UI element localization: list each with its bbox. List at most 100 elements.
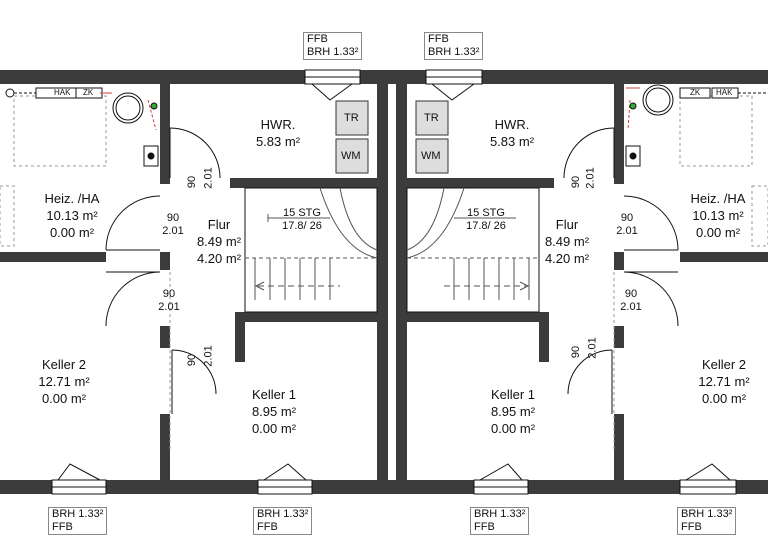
door-label-keller1-left: 90 bbox=[186, 354, 198, 366]
door-height: 2.01 bbox=[620, 301, 642, 313]
wall-l-keller2-flur bbox=[160, 326, 170, 348]
window-label-bottom-2: BRH 1.33² FFB bbox=[253, 507, 313, 535]
door-width: 90 bbox=[570, 175, 583, 189]
wall-l-hwr-flur bbox=[230, 178, 377, 188]
room-area2: 0.00 m² bbox=[251, 421, 297, 436]
room-area2: 0.00 m² bbox=[701, 391, 747, 406]
brh-label: BRH 1.33² bbox=[681, 508, 733, 520]
ffb-label: FFB bbox=[474, 521, 495, 533]
door-height: 2.01 bbox=[584, 167, 597, 189]
dryer-box-right bbox=[415, 100, 449, 136]
stair-steps: 15 STG bbox=[283, 207, 321, 219]
room-name: Keller 1 bbox=[490, 387, 536, 402]
door-label-hwr-left: 90 bbox=[186, 176, 198, 188]
window-label-bottom-3: BRH 1.33² FFB bbox=[470, 507, 530, 535]
heating-equipment-right bbox=[625, 84, 766, 167]
room-area2: 0.00 m² bbox=[41, 391, 87, 406]
ffb-label: FFB bbox=[52, 521, 73, 533]
room-flur-right: Flur 8.49 m² 4.20 m² bbox=[532, 216, 602, 267]
wall-l-flur-keller1-v bbox=[235, 312, 245, 362]
door-height: 2.01 bbox=[202, 345, 215, 367]
room-heiz-left: Heiz. /HA 10.13 m² 0.00 m² bbox=[22, 190, 122, 241]
brh-label: BRH 1.33² bbox=[428, 46, 480, 58]
washer-label-right: WM bbox=[421, 150, 441, 162]
room-name: HWR. bbox=[494, 117, 530, 132]
door-width: 90 bbox=[624, 288, 638, 300]
wall-l-heiz-keller bbox=[0, 252, 106, 262]
wall-bottom-2 bbox=[106, 480, 258, 494]
dryer-label-left: TR bbox=[344, 112, 359, 124]
heating-equipment-left bbox=[5, 87, 159, 167]
washer-box-left bbox=[335, 138, 369, 174]
walls bbox=[0, 70, 768, 494]
door-height: 2.01 bbox=[586, 337, 599, 359]
room-area2: 4.20 m² bbox=[196, 251, 242, 266]
room-area: 8.95 m² bbox=[490, 404, 536, 419]
door-label-heiz-right: 90 2.01 bbox=[614, 212, 640, 238]
door-height: 2.01 bbox=[158, 301, 180, 313]
appliances bbox=[335, 100, 449, 174]
washer-box-right bbox=[415, 138, 449, 174]
room-name: Keller 1 bbox=[251, 387, 297, 402]
washer-label-left: WM bbox=[341, 150, 361, 162]
stair-label-left: 15 STG 17.8/ 26 bbox=[278, 207, 326, 233]
door-label-keller1-left-h: 2.01 bbox=[203, 345, 215, 366]
ffb-label: FFB bbox=[257, 521, 278, 533]
wall-r-flur-keller1 bbox=[407, 312, 549, 322]
wall-bottom-5 bbox=[736, 480, 768, 494]
door-height: 2.01 bbox=[162, 225, 184, 237]
door-label-keller2-right: 90 2.01 bbox=[618, 288, 644, 314]
window-label-bottom-1: BRH 1.33² FFB bbox=[48, 507, 108, 535]
stair-ratio: 17.8/ 26 bbox=[466, 220, 506, 232]
window-label-top-left: FFB BRH 1.33² bbox=[303, 32, 363, 60]
brh-label: BRH 1.33² bbox=[474, 508, 526, 520]
wall-l-flur-keller1 bbox=[235, 312, 377, 322]
ffb-label: FFB bbox=[307, 33, 328, 45]
dryer-box-left bbox=[335, 100, 369, 136]
wall-bottom-4 bbox=[528, 480, 680, 494]
wall-r-keller2-flur-b bbox=[614, 414, 624, 480]
room-area2: 0.00 m² bbox=[490, 421, 536, 436]
room-keller2-right: Keller 2 12.71 m² 0.00 m² bbox=[674, 356, 768, 407]
windows-top bbox=[304, 69, 483, 101]
door-label-keller1-right-h: 2.01 bbox=[587, 337, 599, 358]
wall-l-heiz-keller-b bbox=[160, 252, 170, 270]
window-label-bottom-4: BRH 1.33² FFB bbox=[677, 507, 737, 535]
brh-label: BRH 1.33² bbox=[307, 46, 359, 58]
room-keller2-left: Keller 2 12.71 m² 0.00 m² bbox=[14, 356, 114, 407]
wall-l-heiz-hwr bbox=[160, 84, 170, 184]
room-area: 5.83 m² bbox=[489, 134, 535, 149]
dryer-label-right: TR bbox=[424, 112, 439, 124]
hak-label-right: HAK bbox=[716, 88, 733, 97]
wall-l-keller2-flur-b bbox=[160, 414, 170, 480]
windows-bottom bbox=[51, 463, 737, 495]
door-height: 2.01 bbox=[616, 225, 638, 237]
wall-r-hwr-flur bbox=[407, 178, 554, 188]
wall-r-keller2-flur bbox=[614, 326, 624, 348]
room-area: 8.49 m² bbox=[196, 234, 242, 249]
stair-label-right: 15 STG 17.8/ 26 bbox=[462, 207, 510, 233]
door-label-keller2-left: 90 2.01 bbox=[156, 288, 182, 314]
room-area: 12.71 m² bbox=[698, 374, 750, 389]
door-swings bbox=[105, 127, 679, 414]
stairs-left bbox=[244, 187, 378, 313]
room-area: 8.49 m² bbox=[544, 234, 590, 249]
hak-label-left: HAK bbox=[54, 88, 71, 97]
door-label-heiz-left: 90 2.01 bbox=[160, 212, 186, 238]
wall-r-flur-keller1-v bbox=[539, 312, 549, 362]
room-area: 10.13 m² bbox=[46, 208, 98, 223]
wall-bottom-1 bbox=[0, 480, 52, 494]
door-width: 90 bbox=[620, 212, 634, 224]
room-flur-left: Flur 8.49 m² 4.20 m² bbox=[184, 216, 254, 267]
stair-ratio: 17.8/ 26 bbox=[282, 220, 322, 232]
room-name: Heiz. /HA bbox=[44, 191, 100, 206]
room-keller1-right: Keller 1 8.95 m² 0.00 m² bbox=[463, 386, 563, 437]
wall-top-1 bbox=[0, 70, 305, 84]
door-height: 2.01 bbox=[202, 167, 215, 189]
party-wall-gap bbox=[388, 84, 396, 480]
room-hwr-right: HWR. 5.83 m² bbox=[472, 116, 552, 150]
wall-r-heiz-keller bbox=[680, 252, 768, 262]
door-width: 90 bbox=[186, 175, 199, 189]
